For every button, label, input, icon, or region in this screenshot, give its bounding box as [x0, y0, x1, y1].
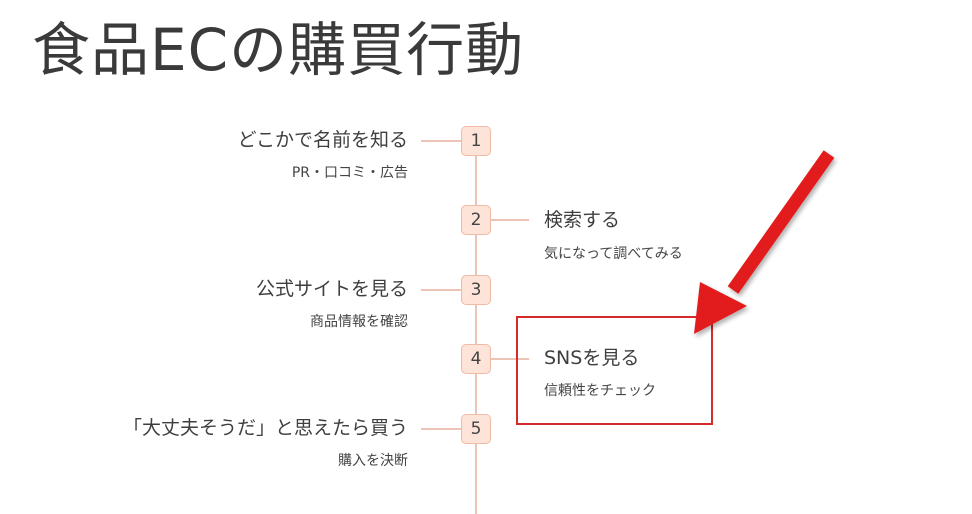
step-3-label: 公式サイトを見る [255, 278, 408, 300]
page-title: 食品ECの購買行動 [32, 16, 525, 84]
step-4-connector [491, 358, 529, 360]
step-5-label: 「大丈夫そうだ」と思えたら買う [122, 417, 408, 439]
step-5-number: 5 [461, 414, 491, 444]
step-4-label: SNSを見る [544, 347, 640, 369]
timeline-line [475, 126, 477, 514]
step-4-description: 信頼性をチェック [544, 383, 656, 399]
step-3-number: 3 [461, 275, 491, 305]
step-5-connector [421, 428, 461, 430]
step-3-connector [421, 289, 461, 291]
step-1-number: 1 [461, 126, 491, 156]
step-2-number: 2 [461, 205, 491, 235]
step-2-description: 気になって調べてみる [544, 246, 683, 262]
step-4-number: 4 [461, 344, 491, 374]
step-1-connector [421, 140, 461, 142]
step-1-label: どこかで名前を知る [237, 129, 408, 151]
step-2-connector [491, 219, 529, 221]
step-5-description: 購入を決断 [338, 453, 408, 469]
step-3-description: 商品情報を確認 [310, 314, 408, 330]
step-1-description: PR・口コミ・広告 [291, 165, 408, 181]
highlight-box [516, 316, 713, 425]
step-2-label: 検索する [544, 209, 621, 231]
